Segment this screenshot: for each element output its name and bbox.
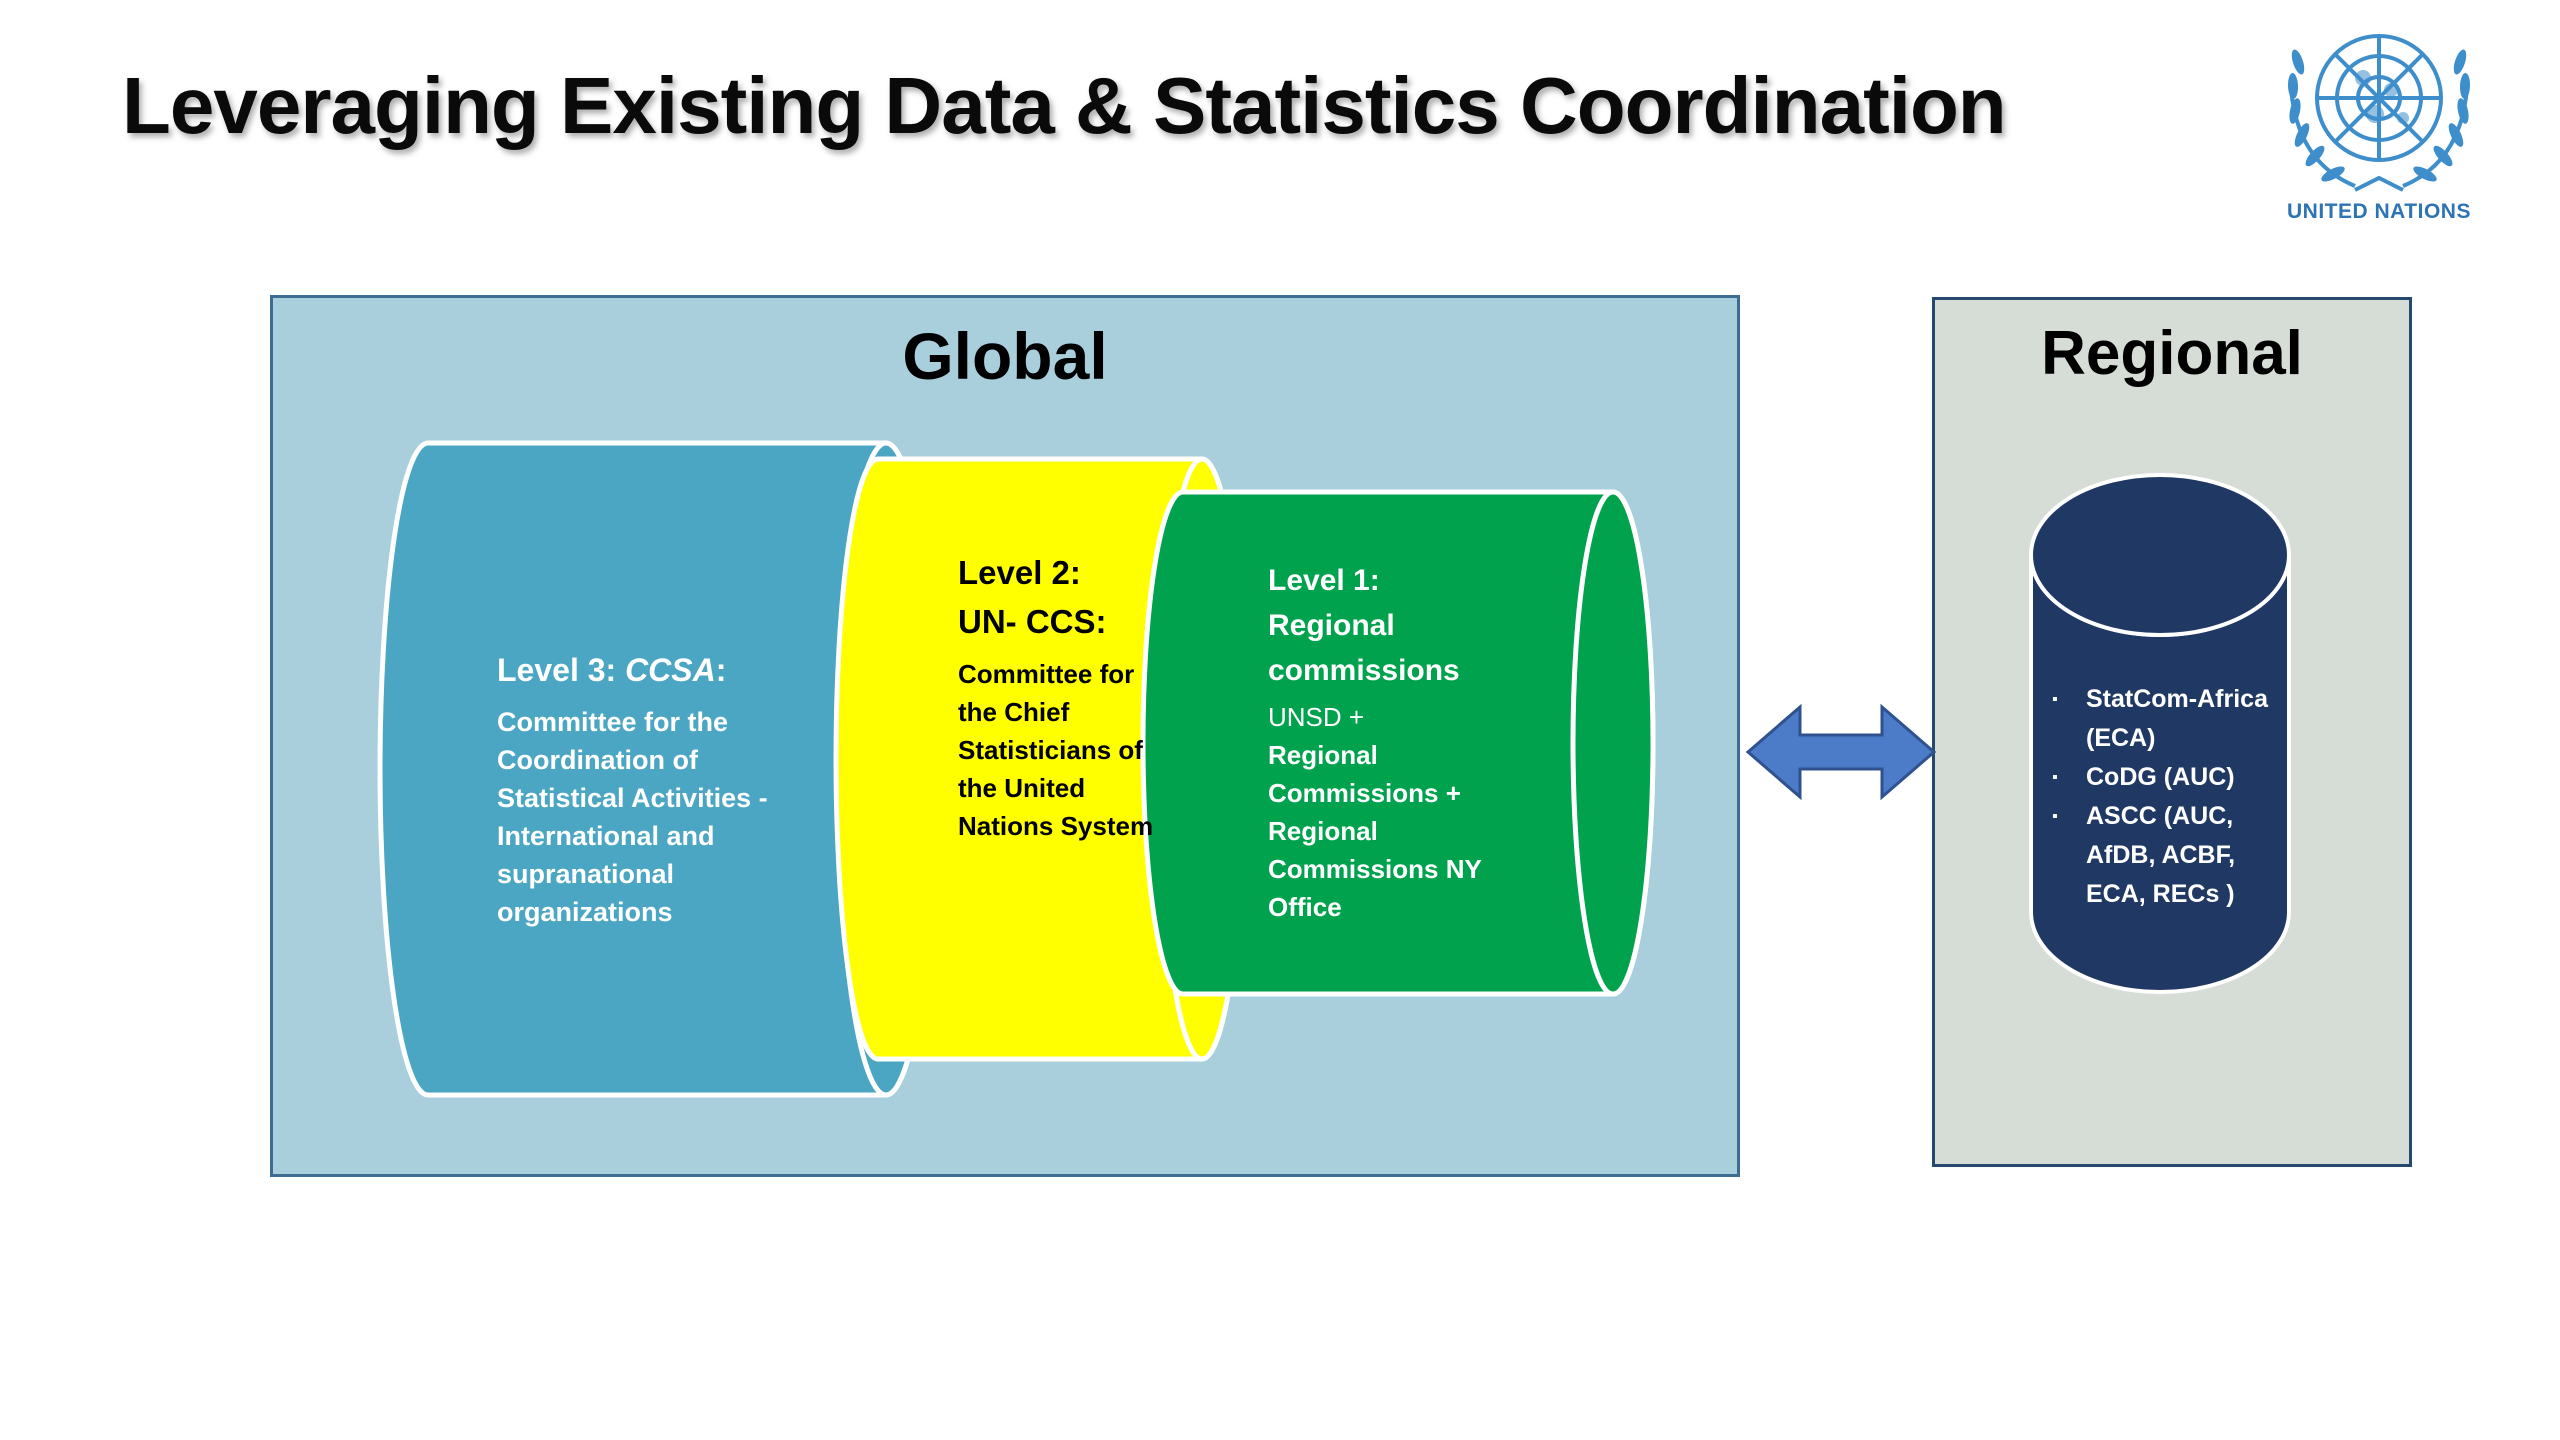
level2-text-block: Level 2: UN- CCS: Committee for the Chie…	[958, 548, 1156, 845]
level1-body: Regional Commissions + Regional Commissi…	[1268, 740, 1482, 922]
slide-title: Leveraging Existing Data & Statistics Co…	[122, 61, 2007, 150]
global-panel-title: Global	[902, 319, 1108, 393]
bidirectional-arrow-icon	[1745, 703, 1937, 801]
bullet-text: ASCC (AUC, AfDB, ACBF, ECA, RECs )	[2086, 802, 2236, 908]
level3-acronym: CCSA	[625, 652, 716, 688]
bullet-text: CoDG (AUC)	[2086, 763, 2235, 791]
laurel-wreath-icon	[2287, 49, 2471, 192]
level3-text-block: Level 3: CCSA: Committee for the Coordin…	[497, 652, 799, 931]
level3-heading: Level 3: CCSA:	[497, 652, 799, 689]
regional-panel-title: Regional	[2041, 319, 2303, 388]
level1-text-block: Level 1: Regional commissions UNSD + Reg…	[1268, 558, 1486, 926]
un-emblem-icon	[2287, 34, 2471, 192]
level2-heading-line1: Level 2:	[958, 554, 1081, 591]
level1-cylinder-shape	[1140, 489, 1656, 997]
level1-body-intro: UNSD +	[1268, 702, 1365, 732]
un-logo: UNITED NATIONS	[2270, 6, 2488, 224]
bullet-text: StatCom-Africa (ECA)	[2086, 685, 2268, 752]
un-logo-caption: UNITED NATIONS	[2287, 200, 2471, 223]
level3-label: Level 3:	[497, 652, 626, 688]
level2-heading-line2: UN- CCS:	[958, 603, 1107, 640]
regional-bullet-list: ▪ StatCom-Africa (ECA) ▪ CoDG (AUC) ▪ AS…	[2052, 680, 2274, 914]
list-item: ▪ CoDG (AUC)	[2052, 758, 2274, 797]
bullet-square-icon: ▪	[2052, 691, 2058, 708]
regional-cylinder-shape	[2029, 473, 2291, 994]
list-item: ▪ ASCC (AUC, AfDB, ACBF, ECA, RECs )	[2052, 797, 2274, 914]
level1-heading-line1: Level 1:	[1268, 564, 1380, 597]
level1-heading-line2: Regional commissions	[1268, 609, 1460, 687]
list-item: ▪ StatCom-Africa (ECA)	[2052, 680, 2274, 758]
level3-body: Committee for the Coordination of Statis…	[497, 707, 768, 927]
level3-colon: :	[715, 652, 727, 688]
bullet-square-icon: ▪	[2052, 808, 2058, 825]
level2-body: Committee for the Chief Statisticians of…	[958, 659, 1154, 841]
bullet-square-icon: ▪	[2052, 769, 2058, 786]
